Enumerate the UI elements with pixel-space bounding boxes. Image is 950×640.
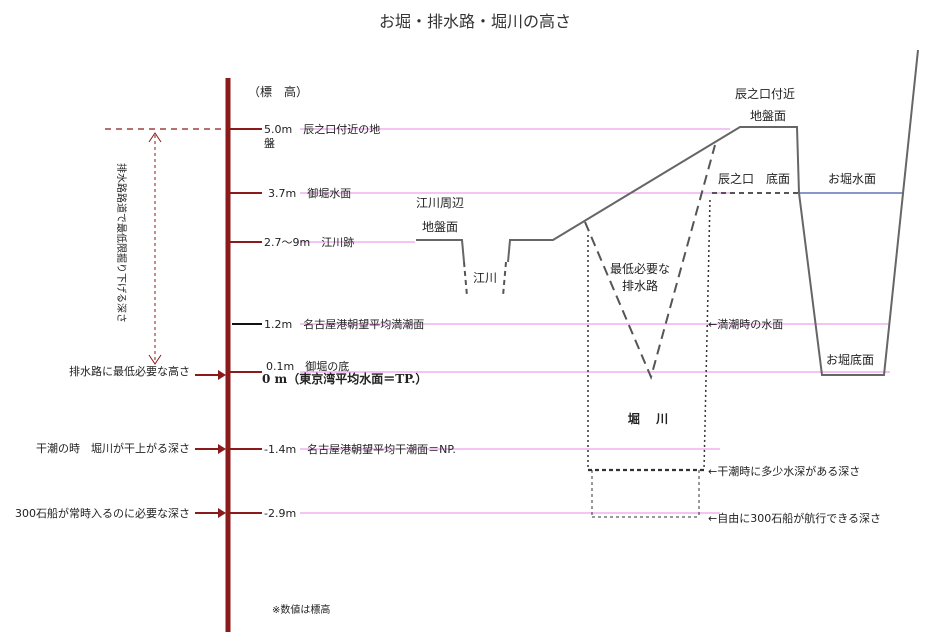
vertical-dashed-arrow — [148, 132, 162, 365]
tatsu-bottom-label: 辰之口 底面 — [718, 171, 790, 186]
note-low-tide: ←干潮時に多少水深がある深さ — [708, 464, 860, 478]
level-2-7m-label: 2.7〜9m 江川跡 — [264, 235, 354, 249]
tatsu-label-1: 辰之口付近 — [735, 87, 795, 101]
drain-v-shape — [584, 144, 716, 381]
egawa-area-label-1: 江川周辺 — [416, 196, 464, 210]
ground-profile — [416, 49, 919, 376]
label-boat-depth: 300石船が常時入るのに必要な深さ — [15, 506, 190, 520]
footnote: ※数値は標高 — [272, 603, 330, 616]
moat-surface-label: お堀水面 — [828, 171, 876, 186]
moat-bottom-label: お堀底面 — [826, 352, 874, 367]
tatsu-label-2: 地盤面 — [750, 109, 786, 123]
reference-lines — [300, 128, 890, 514]
horikawa-label: 堀 川 — [628, 411, 668, 426]
left-arrows — [195, 370, 226, 518]
level-0m-label: 0 m（東京湾平均水面＝TP.） — [262, 371, 427, 386]
ground-egawa-left — [416, 239, 465, 263]
level-minus-1-4m-label: -1.4m 名古屋港朝望平均干潮面＝NP. — [264, 442, 456, 456]
note-free-boat: ←自由に300石船が航行できる深さ — [708, 511, 881, 525]
level-3-7m-label: 3.7m 御堀水面 — [268, 186, 351, 200]
egawa-label: 江川 — [473, 271, 497, 285]
vertical-note: 排水路路道で最低限掘り下げる深さ — [115, 163, 128, 323]
horikawa-channel — [587, 199, 711, 518]
egawa-area-label-2: 地盤面 — [422, 220, 458, 234]
level-minus-2-9m-label: -2.9m — [264, 507, 296, 520]
ground-slope — [507, 126, 800, 263]
axis-header: （標 高） — [248, 84, 308, 99]
level-5m-label: 5.0m 辰之口付近の地 — [264, 122, 380, 136]
level-0-1m-label: 0.1m 御堀の底 — [266, 359, 349, 373]
moat-profile — [798, 49, 919, 376]
drain-label-2: 排水路 — [622, 278, 658, 293]
drain-label-1: 最低必要な — [610, 262, 670, 276]
label-drain-min-height: 排水路に最低必要な高さ — [69, 364, 190, 378]
label-dry-depth: 干潮の時 堀川が干上がる深さ — [36, 441, 190, 455]
level-5m-label-cont: 盤 — [264, 137, 275, 150]
axis-ticks — [228, 128, 262, 514]
note-high-tide: ←満潮時の水面 — [708, 317, 783, 331]
egawa-channel — [463, 261, 507, 297]
diagram-title: お堀・排水路・堀川の高さ — [379, 12, 571, 31]
level-1-2m-label: 1.2m 名古屋港朝望平均満潮面 — [264, 317, 424, 331]
